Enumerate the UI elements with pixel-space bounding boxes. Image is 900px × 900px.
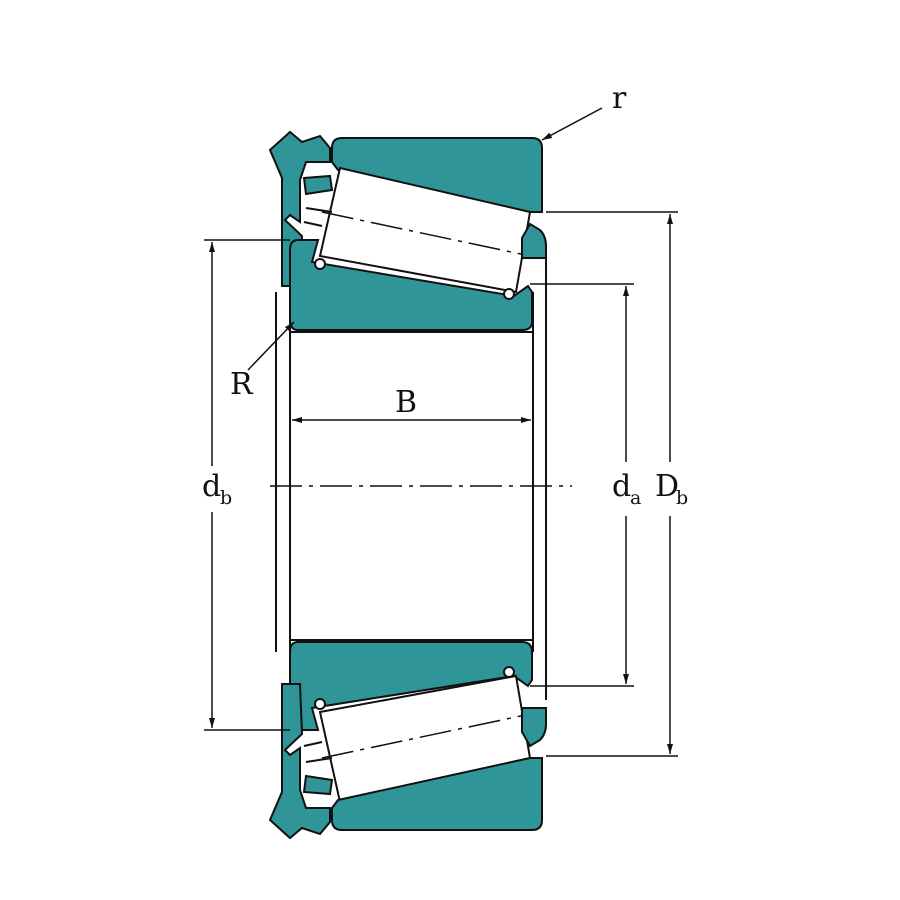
- label-r: r: [612, 81, 627, 116]
- lower-bearing-section: [268, 641, 547, 840]
- dimension-B: B: [292, 385, 531, 423]
- lower-outer-ring: [331, 757, 543, 831]
- upper-inner-ring: [289, 239, 533, 331]
- dimension-da: d a: [530, 283, 641, 687]
- label-db: d: [202, 469, 221, 504]
- dimension-Db: D b: [546, 211, 688, 757]
- housing-outline: [275, 250, 547, 700]
- label-B: B: [395, 385, 417, 420]
- label-db-sub: b: [220, 487, 232, 509]
- upper-roller: [318, 166, 532, 294]
- label-Db: D: [655, 469, 679, 504]
- upper-bearing-section: [268, 130, 547, 331]
- dimension-r: r: [541, 81, 627, 141]
- dimension-db: d b: [202, 239, 290, 731]
- label-R: R: [230, 367, 254, 402]
- label-da-sub: a: [630, 487, 641, 509]
- label-da: d: [612, 469, 631, 504]
- lower-seal: [268, 683, 331, 840]
- label-Db-sub: b: [676, 487, 688, 509]
- dimension-R: R: [230, 321, 295, 402]
